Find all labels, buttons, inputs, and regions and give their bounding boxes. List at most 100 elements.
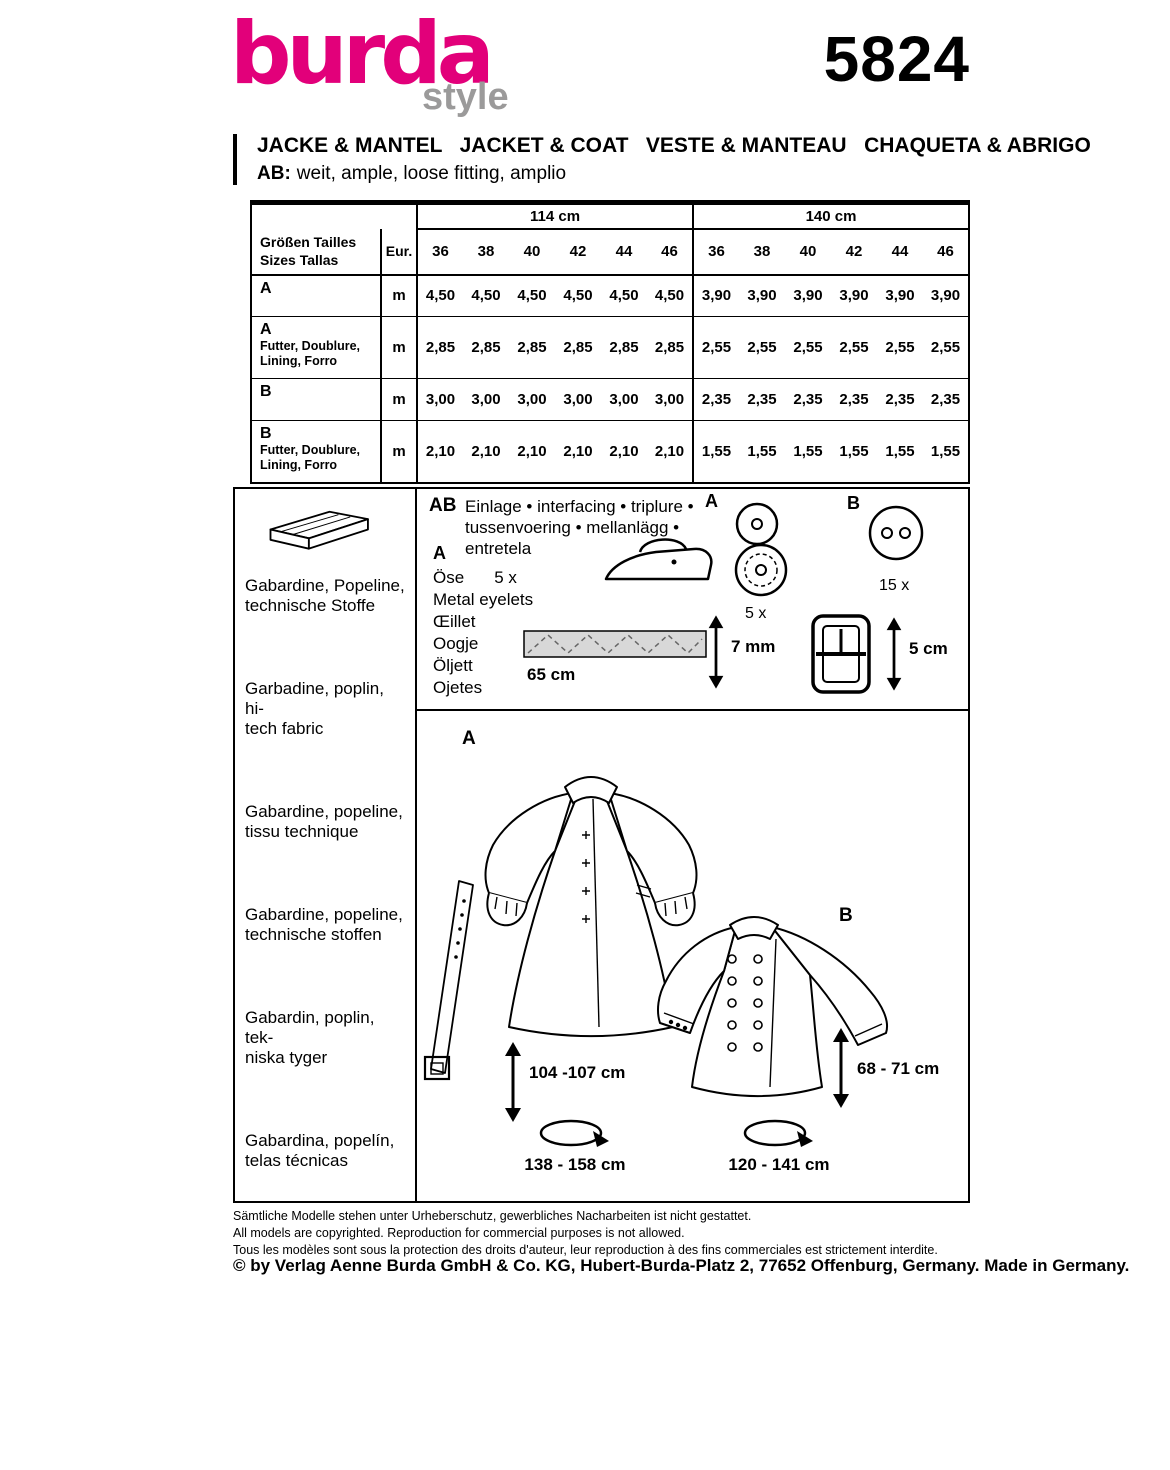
fabric-text-sv: Gabardin, poplin, tek- niska tyger: [245, 1008, 375, 1067]
right-column: AB Einlage • interfacing • triplure • tu…: [417, 489, 968, 1201]
value-cell: 4,50: [509, 274, 555, 317]
jacket-width-arrow-icon: [743, 1119, 813, 1147]
eyelets-list: Öse 5 x Metal eyelets Œillet Oogje Öljet…: [433, 567, 533, 699]
notions-a-label: A: [433, 543, 446, 563]
value-cell: 2,85: [509, 316, 555, 379]
size-col: 36: [692, 228, 740, 276]
fabric-text-en: Garbadine, poplin, hi- tech fabric: [245, 679, 384, 738]
value-cell: 2,55: [831, 316, 878, 379]
size-col: 36: [416, 228, 463, 276]
strip-width-label: 7 mm: [731, 637, 776, 656]
notions-section: AB Einlage • interfacing • triplure • tu…: [417, 489, 968, 711]
value-cell: 3,90: [785, 274, 832, 317]
value-cell: 2,35: [877, 378, 924, 421]
value-cell: 3,00: [463, 378, 509, 421]
iron-icon: [604, 538, 713, 581]
width-header-row: 114 cm 140 cm: [251, 202, 970, 230]
value-cell: 3,00: [555, 378, 601, 421]
value-cell: 2,10: [463, 420, 509, 483]
fabric-text-de: Gabardine, Popeline, technische Stoffe: [245, 576, 405, 615]
value-cell: 2,55: [923, 316, 970, 379]
value-cell: 3,00: [416, 378, 463, 421]
coat-length-label: 104 -107 cm: [529, 1063, 626, 1082]
value-cell: 3,90: [692, 274, 740, 317]
size-col: 44: [601, 228, 647, 276]
page-subtitle: AB:weit, ample, loose fitting, amplio: [257, 163, 1091, 185]
fabric-text-es: Gabardina, popelín, telas técnicas: [245, 1131, 395, 1170]
size-col: 42: [555, 228, 601, 276]
value-cell: 2,85: [601, 316, 647, 379]
size-col: 38: [463, 228, 509, 276]
value-cell: 3,90: [831, 274, 878, 317]
strip-length-label: 65 cm: [527, 665, 576, 684]
buckle-width-arrow-icon: [886, 617, 902, 691]
sizes-label: Größen Tailles Sizes Tallas: [251, 228, 381, 276]
coat-length-arrow-icon: [505, 1042, 521, 1122]
subtitle-text: weit, ample, loose fitting, amplio: [296, 163, 567, 184]
eyelet-line-nl: Oogje: [433, 634, 479, 653]
size-col: 40: [509, 228, 555, 276]
unit-cell: m: [380, 420, 417, 483]
eyelet-line-es: Ojetes: [433, 678, 483, 697]
legal-line-en: All models are copyrighted. Reproduction…: [233, 1225, 685, 1240]
buckle-width-label: 5 cm: [909, 639, 948, 658]
eyelet-line-sv: Öljett: [433, 656, 473, 675]
value-cell: 3,00: [601, 378, 647, 421]
view-a-label: A: [462, 728, 476, 749]
size-col: 40: [785, 228, 832, 276]
size-col: 46: [647, 228, 694, 276]
belt-buckle-icon: [811, 614, 871, 694]
value-cell: 2,55: [877, 316, 924, 379]
value-cell: 4,50: [647, 274, 694, 317]
interfacing-strip-icon: [523, 630, 707, 658]
value-cell: 3,90: [877, 274, 924, 317]
jacket-width-label: 120 - 141 cm: [728, 1155, 830, 1174]
fabric-suggestions-column: Gabardine, Popeline, technische Stoffe G…: [235, 489, 417, 1201]
technical-drawings-section: A: [417, 711, 968, 1201]
interfacing-text: Einlage • interfacing • triplure • tusse…: [465, 497, 694, 558]
value-cell: 3,00: [647, 378, 694, 421]
row-label: B: [251, 378, 381, 421]
legal-line-de: Sämtliche Modelle stehen unter Urhebersc…: [233, 1209, 752, 1223]
fabric-text-nl: Gabardine, popeline, technische stoffen: [245, 905, 403, 944]
table-corner: [251, 203, 417, 229]
value-cell: 2,10: [416, 420, 463, 483]
pattern-number: 5824: [823, 23, 970, 95]
row-label: A: [251, 274, 381, 317]
strip-width-arrow-icon: [708, 615, 724, 689]
value-cell: 2,85: [463, 316, 509, 379]
size-col: 46: [923, 228, 970, 276]
two-hole-button-icon: [868, 505, 924, 561]
legal-line-fr: Tous les modèles sont sous la protection…: [233, 1242, 938, 1257]
size-col: 44: [877, 228, 924, 276]
value-cell: 1,55: [877, 420, 924, 483]
value-cell: 4,50: [463, 274, 509, 317]
value-cell: 1,55: [831, 420, 878, 483]
value-cell: 2,55: [739, 316, 786, 379]
table-row: B m 3,00 3,00 3,00 3,00 3,00 3,00 2,35 2…: [251, 378, 970, 421]
size-col: 42: [831, 228, 878, 276]
value-cell: 4,50: [555, 274, 601, 317]
value-cell: 2,35: [692, 378, 740, 421]
value-cell: 1,55: [739, 420, 786, 483]
value-cell: 2,35: [831, 378, 878, 421]
unit-cell: m: [380, 378, 417, 421]
brand-logo: burda style: [230, 11, 509, 119]
snaps-view-label: A: [705, 491, 718, 511]
size-col: 38: [739, 228, 786, 276]
value-cell: 2,85: [555, 316, 601, 379]
copyright-line: © by Verlag Aenne Burda GmbH & Co. KG, H…: [233, 1256, 1130, 1275]
legal-text: Sämtliche Modelle stehen unter Urhebersc…: [233, 1208, 938, 1259]
value-cell: 1,55: [785, 420, 832, 483]
width-114-header: 114 cm: [415, 202, 694, 230]
eyelet-count: 5 x: [494, 568, 517, 587]
value-cell: 2,55: [692, 316, 740, 379]
coat-front-view-a: [484, 776, 698, 1037]
value-cell: 4,50: [601, 274, 647, 317]
value-cell: 2,10: [601, 420, 647, 483]
